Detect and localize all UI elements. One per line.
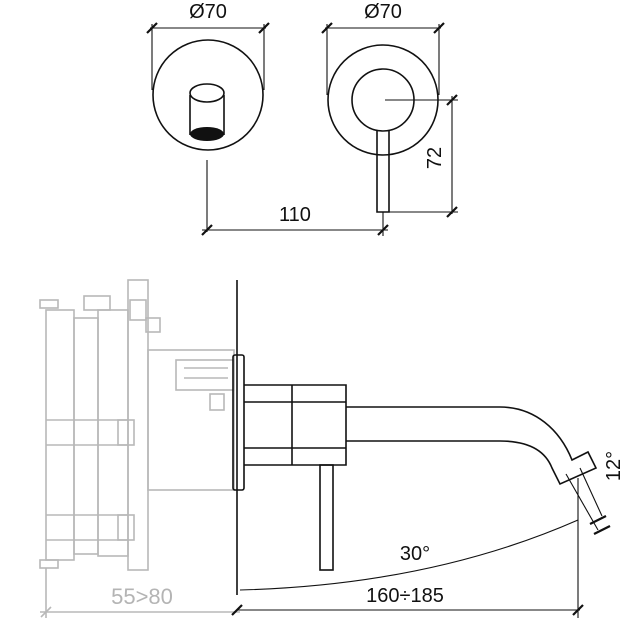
mixer-body	[244, 384, 347, 466]
spout-body-sides	[189, 95, 225, 135]
center-distance-dimension: 110	[201, 204, 389, 236]
spout-diameter-dimension: Ø70	[146, 1, 270, 90]
lever-handle	[376, 131, 390, 213]
lever-diameter-dimension: Ø70	[321, 1, 445, 95]
spout-angle-label: 12°	[603, 451, 625, 481]
lever-angle-label: 30°	[400, 543, 430, 565]
spout-front-view	[152, 39, 264, 232]
rosette-plate	[232, 354, 245, 491]
spout-rosette-circle	[152, 39, 264, 151]
lever-diameter-label: Ø70	[364, 1, 402, 23]
spout-projection-label: 160÷185	[366, 585, 444, 607]
lever-front-view	[327, 44, 439, 236]
spout-outlet-aerator	[190, 127, 224, 141]
spout-top-ellipse	[189, 83, 225, 103]
spout-arm	[346, 406, 598, 486]
lever-angle-dimension: 30°	[239, 519, 579, 591]
wall-depth-dimension: 55>80	[40, 568, 240, 618]
lever-handle-side	[319, 464, 334, 571]
wall-depth-label: 55>80	[111, 584, 173, 609]
center-distance-label: 110	[279, 204, 311, 226]
spout-projection-dimension: 160÷185	[231, 478, 584, 618]
lever-height-dimension: 72	[385, 94, 458, 218]
spout-diameter-label: Ø70	[189, 1, 227, 23]
spout-angle-dimension: 12°	[565, 451, 625, 535]
concealed-body	[39, 279, 235, 571]
lever-height-label: 72	[424, 147, 446, 169]
side-view-mixer	[232, 354, 598, 571]
